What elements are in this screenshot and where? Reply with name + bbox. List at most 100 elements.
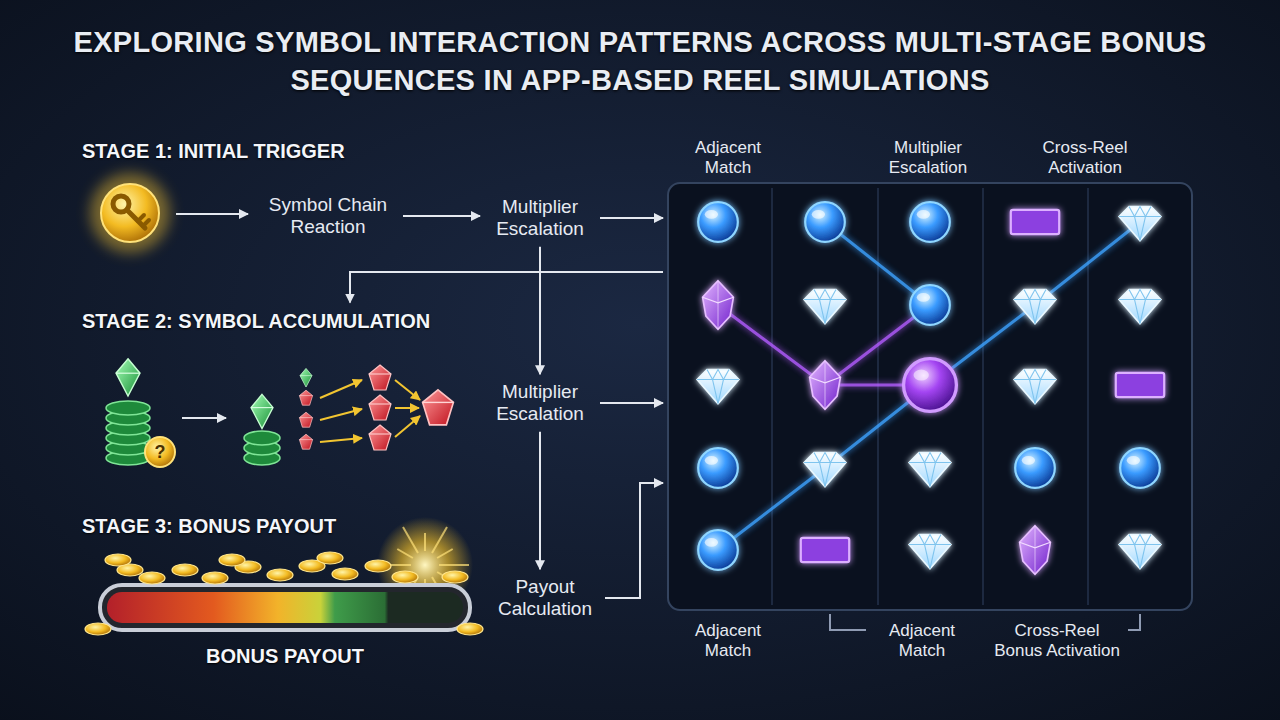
diamond <box>697 370 739 404</box>
question-coin <box>145 437 175 467</box>
stage-heading: STAGE 3: BONUS PAYOUT <box>80 513 338 540</box>
stage-heading: STAGE 1: INITIAL TRIGGER <box>80 138 347 165</box>
reel-symbols <box>697 202 1164 574</box>
burst-ray <box>432 527 447 553</box>
step-label: Symbol Chain Reaction <box>262 194 394 238</box>
purple-bar <box>1011 210 1059 234</box>
blue-orb <box>805 202 845 242</box>
diamond <box>909 535 951 569</box>
red-gem <box>369 425 391 450</box>
payout-bar-fill <box>107 592 463 623</box>
gold-coin <box>365 560 391 572</box>
red-gem <box>369 365 391 390</box>
gold-coin <box>442 571 468 583</box>
key-tooth <box>143 220 149 226</box>
purple-gem <box>703 281 734 329</box>
blue-orb <box>1120 448 1160 488</box>
diamond <box>804 290 846 324</box>
gold-coin <box>172 564 198 576</box>
payout-bar-frame <box>100 585 470 630</box>
blue-orb <box>698 202 738 242</box>
purple-bar <box>1116 373 1164 397</box>
red-gem <box>423 390 454 425</box>
burst-ray <box>403 527 418 553</box>
grid-annotation: Cross-Reel Activation <box>1035 138 1135 177</box>
grid-annotation: Multiplier Escalation <box>878 138 978 177</box>
key-coin <box>101 184 159 242</box>
red-gem <box>299 390 312 405</box>
symbol-link <box>718 222 1140 550</box>
step-label: Multiplier Escalation <box>489 196 591 240</box>
diamond <box>1014 370 1056 404</box>
red-gem <box>369 395 391 420</box>
purple-gem <box>810 361 841 409</box>
reel-separator <box>877 188 879 605</box>
flow-arrow <box>600 402 663 404</box>
diagram-title: EXPLORING SYMBOL INTERACTION PATTERNS AC… <box>40 24 1240 99</box>
gold-coin <box>457 623 483 635</box>
grid-annotation: Adjacent Match <box>681 621 776 660</box>
burst-ray <box>439 564 469 566</box>
stage-heading: STAGE 2: SYMBOL ACCUMULATION <box>80 308 432 335</box>
green-gem <box>116 359 140 396</box>
payout-coins <box>85 552 483 635</box>
flow-arrow <box>539 432 541 569</box>
purple-gem <box>1020 526 1051 574</box>
grid-annotation: Adjacent Match <box>875 621 970 660</box>
gold-coin <box>219 554 245 566</box>
flow-arrow <box>605 483 663 598</box>
gem-flow-arrow <box>395 416 420 437</box>
stage-title: STAGE 2: SYMBOL ACCUMULATION <box>82 310 430 333</box>
flow-arrow <box>350 272 663 303</box>
symbol-links <box>718 222 1140 550</box>
green-gem <box>251 394 273 428</box>
diamond <box>1119 535 1161 569</box>
green-coin <box>106 401 150 415</box>
symbol-link <box>824 222 827 468</box>
gem-flow-arrow <box>320 409 362 420</box>
flow-arrow <box>600 217 663 219</box>
key-arrow <box>176 213 248 215</box>
gold-coin <box>202 572 228 584</box>
blue-orb <box>698 448 738 488</box>
key-glow <box>90 173 170 253</box>
purple-bar <box>801 538 849 562</box>
blue-orb <box>1015 448 1055 488</box>
gold-coin <box>139 572 165 584</box>
burst-ray <box>397 549 413 558</box>
blue-orb <box>698 530 738 570</box>
flow-step: Multiplier Escalation <box>485 379 595 427</box>
coin-stacks <box>106 359 453 465</box>
gold-coin <box>85 623 111 635</box>
diamond <box>909 453 951 487</box>
blue-orb <box>910 202 950 242</box>
grid-annotation: Cross-Reel Bonus Activation <box>991 621 1123 660</box>
flow-arrow <box>403 215 480 217</box>
diamond <box>804 453 846 487</box>
gold-coin <box>105 554 131 566</box>
stage-title: STAGE 3: BONUS PAYOUT <box>82 515 336 538</box>
diamond <box>1014 290 1056 324</box>
diamond <box>1119 290 1161 324</box>
red-gem <box>299 434 312 449</box>
gold-coin <box>332 568 358 580</box>
gold-coin <box>392 571 418 583</box>
green-gem <box>300 368 312 387</box>
reel-grid: Adjacent MatchMultiplier EscalationCross… <box>668 136 1192 666</box>
key-tooth <box>138 215 144 221</box>
gold-coin <box>267 569 293 581</box>
burst-ray <box>424 533 426 551</box>
gem-flow-arrow <box>395 407 419 409</box>
flow-step: Symbol Chain Reaction <box>258 192 398 240</box>
flow-arrow <box>539 247 541 374</box>
gem-flow-arrow <box>320 438 362 442</box>
reel-separator <box>771 188 773 605</box>
diamond <box>1119 207 1161 241</box>
red-gem <box>299 412 312 427</box>
stage-title: STAGE 1: INITIAL TRIGGER <box>82 140 345 163</box>
grid-annotation: Adjacent Match <box>681 138 776 177</box>
